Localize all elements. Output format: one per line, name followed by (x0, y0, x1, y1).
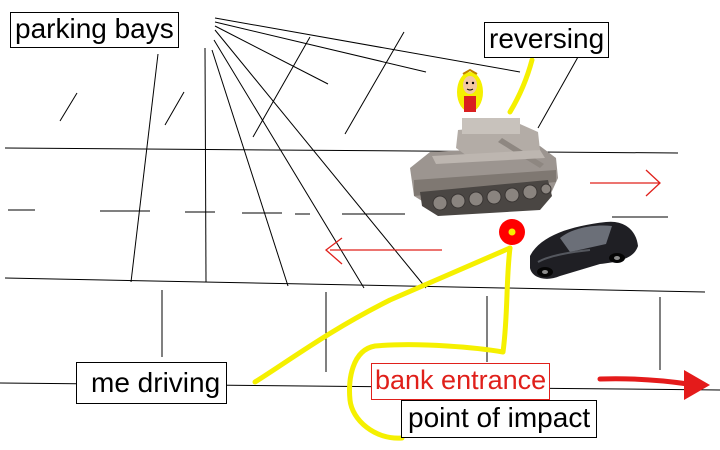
pointer-line (213, 39, 365, 289)
pointer-line (214, 17, 521, 73)
driving-route (252, 245, 513, 385)
me-driving-label: me driving (76, 362, 228, 404)
road-wheel (432, 195, 448, 211)
shop-front-lines (161, 290, 661, 372)
pointer-line (211, 49, 289, 287)
cartoon-driver-icon (457, 68, 483, 112)
reversing-label: reversing (484, 22, 610, 58)
point-of-impact-label: point of impact (401, 400, 598, 438)
road-edge-bottom (4, 277, 706, 293)
impact-pointer (347, 245, 513, 441)
parking-bays-pointers (130, 17, 521, 289)
road-wheel (468, 191, 484, 207)
bank-entrance-arrow-icon (597, 370, 710, 400)
road-edge-top (4, 147, 679, 154)
bay-line (537, 56, 579, 129)
impact-point-icon (499, 219, 525, 245)
pointer-line (204, 47, 207, 283)
reversing-pointer (507, 57, 535, 115)
yellow-path (252, 57, 535, 441)
bay-line (344, 31, 405, 135)
car-icon (530, 221, 638, 279)
pointer-line (130, 53, 159, 283)
parking-bays-label: parking bays (10, 12, 179, 48)
pointer-line (214, 21, 427, 73)
tank-icon (410, 118, 558, 216)
road-wheel (504, 187, 520, 203)
traffic-arrows (324, 169, 661, 265)
pointer-line (214, 29, 427, 289)
bay-line (59, 92, 78, 122)
road-wheel (450, 193, 466, 209)
road-wheel (540, 183, 552, 195)
road-wheel (522, 184, 538, 200)
bay-line (164, 91, 185, 126)
pointer-line (214, 25, 329, 85)
bank-entrance-label: bank entrance (371, 363, 551, 400)
road-wheel (486, 189, 502, 205)
arrow-right-icon (590, 169, 661, 197)
arrow-left-icon (324, 237, 442, 265)
